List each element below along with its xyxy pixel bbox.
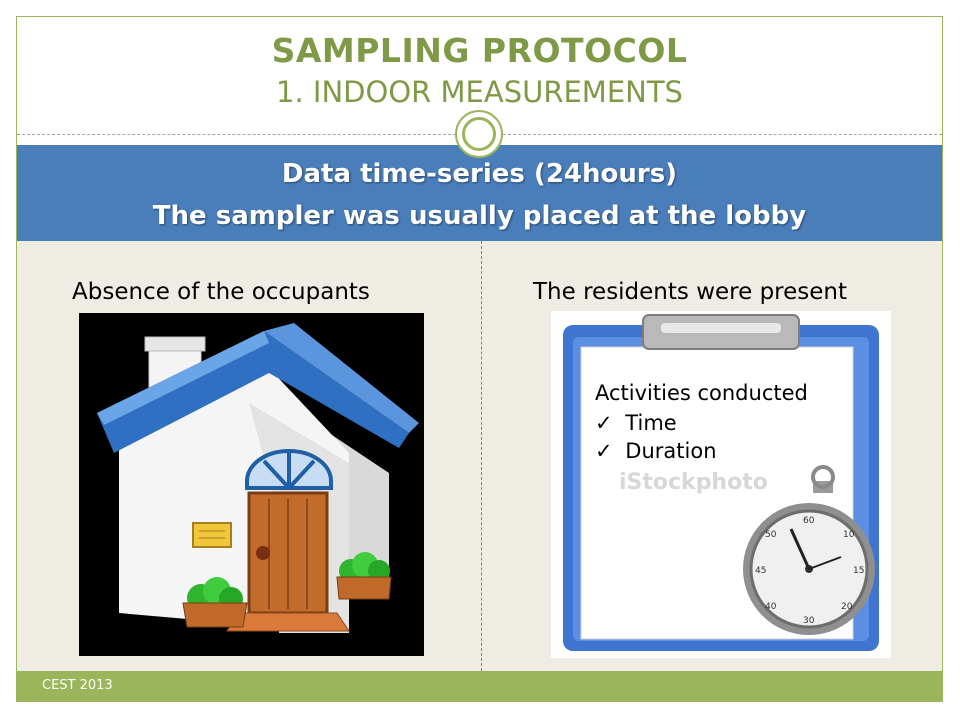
svg-text:20: 20: [841, 602, 853, 612]
footer-text: CEST 2013: [42, 678, 113, 693]
house-image: [79, 313, 424, 656]
column-divider: [481, 241, 482, 671]
list-item-time: ✓ Time: [595, 411, 677, 435]
list-item-duration: ✓ Duration: [595, 439, 717, 463]
clipboard-image: iStockphoto 60 10 15 20 30 40 45 50: [551, 311, 891, 658]
list-item-label: Time: [625, 411, 677, 435]
right-column-label: The residents were present: [533, 279, 848, 305]
svg-text:10: 10: [843, 530, 855, 540]
band-line-2: The sampler was usually placed at the lo…: [152, 201, 807, 231]
house-icon: [97, 323, 419, 633]
svg-text:60: 60: [803, 516, 815, 526]
svg-text:40: 40: [765, 602, 777, 612]
svg-text:50: 50: [765, 530, 777, 540]
slide-subtitle: 1. INDOOR MEASUREMENTS: [276, 75, 683, 109]
watermark-text: iStockphoto: [619, 470, 768, 495]
svg-text:45: 45: [755, 566, 766, 576]
clipboard-icon: iStockphoto 60 10 15 20 30 40 45 50: [563, 314, 879, 651]
left-column-label: Absence of the occupants: [72, 279, 370, 305]
slide-title: SAMPLING PROTOCOL: [271, 31, 688, 70]
activities-heading: Activities conducted: [595, 381, 808, 405]
slide-frame: SAMPLING PROTOCOL 1. INDOOR MEASUREMENTS…: [16, 16, 943, 702]
info-band: Data time-series (24hours) The sampler w…: [17, 145, 942, 241]
content-area: Absence of the occupants The residents w…: [17, 241, 942, 671]
list-item-label: Duration: [625, 439, 717, 463]
svg-text:30: 30: [803, 616, 815, 626]
svg-text:15: 15: [853, 566, 864, 576]
check-icon: ✓: [595, 411, 613, 435]
band-line-1: Data time-series (24hours): [281, 159, 678, 189]
footer-bar: CEST 2013: [17, 671, 942, 702]
check-icon: ✓: [595, 439, 613, 463]
circle-ornament-icon: [455, 110, 503, 158]
